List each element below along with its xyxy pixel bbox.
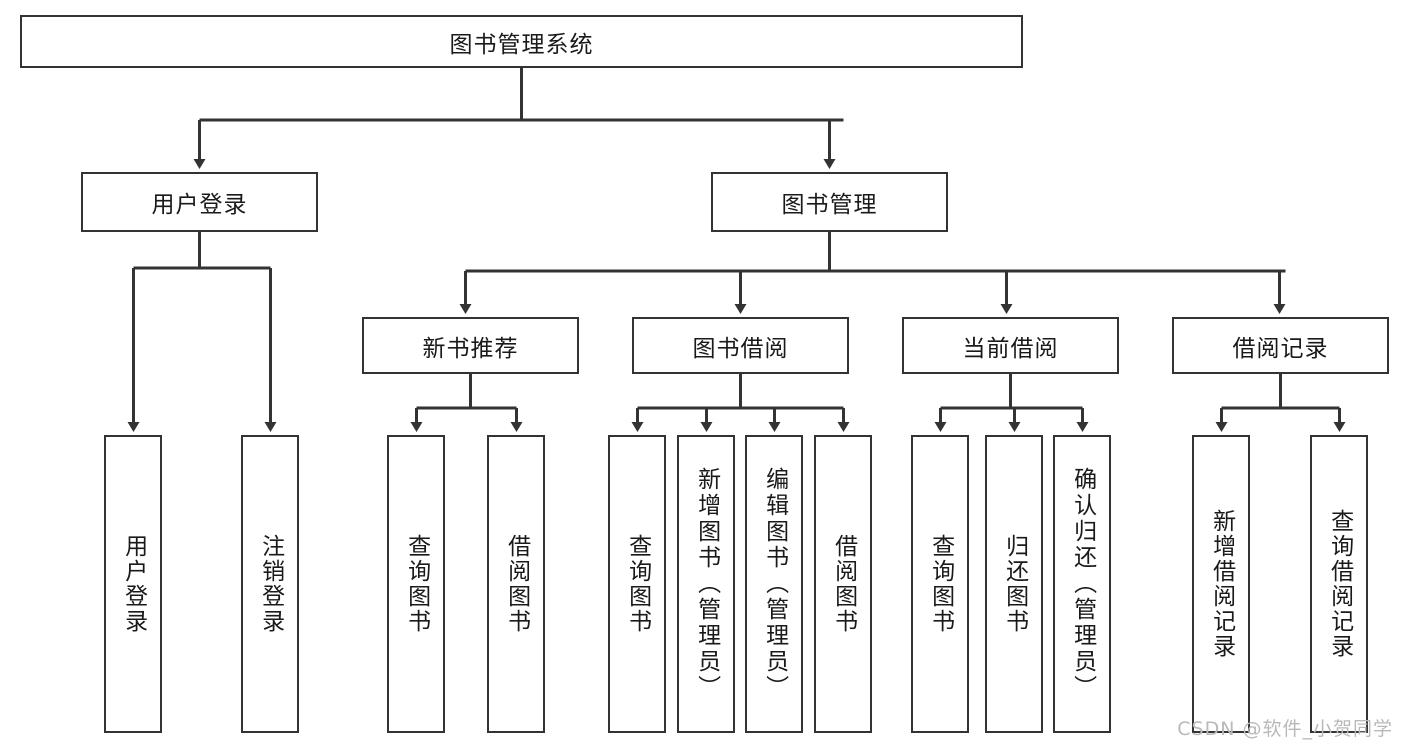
node-new-book-recommend-label: 新书推荐 [422,335,519,362]
node-root[interactable]: 图书管理系统 [20,15,1023,68]
node-root-label: 图书管理系统 [449,31,594,58]
node-book-management-label: 图书管理 [781,192,878,218]
node-leaf-confirm-return[interactable]: 确认归还（管理员） [1053,435,1111,733]
node-leaf-return-book-label: 归还图书 [1001,534,1028,634]
node-leaf-add-book-label: 新增图书（管理员） [693,467,720,701]
node-leaf-add-borrow-record[interactable]: 新增借阅记录 [1192,435,1250,733]
node-leaf-query-book-recommend-label: 查询图书 [403,534,430,634]
node-leaf-logout-label: 注销登录 [257,534,284,634]
node-leaf-logout[interactable]: 注销登录 [241,435,299,733]
node-leaf-query-book-current[interactable]: 查询图书 [911,435,969,733]
node-leaf-borrow-book[interactable]: 借阅图书 [814,435,872,733]
node-leaf-query-book-recommend[interactable]: 查询图书 [387,435,445,733]
node-leaf-borrow-book-label: 借阅图书 [830,534,857,634]
node-borrow-record-label: 借阅记录 [1232,335,1329,362]
node-book-management[interactable]: 图书管理 [711,172,948,232]
node-leaf-confirm-return-label: 确认归还（管理员） [1069,467,1096,701]
node-current-borrow-label: 当前借阅 [962,335,1059,362]
node-leaf-edit-book[interactable]: 编辑图书（管理员） [745,435,803,733]
node-leaf-query-book-borrow-label: 查询图书 [624,534,651,634]
node-current-borrow[interactable]: 当前借阅 [902,317,1119,374]
node-new-book-recommend[interactable]: 新书推荐 [362,317,579,374]
node-user-login[interactable]: 用户登录 [81,172,318,232]
node-book-borrow[interactable]: 图书借阅 [632,317,849,374]
node-leaf-query-book-current-label: 查询图书 [927,534,954,634]
node-leaf-user-login[interactable]: 用户登录 [104,435,162,733]
node-leaf-borrow-book-recommend-label: 借阅图书 [503,534,530,634]
node-leaf-add-book[interactable]: 新增图书（管理员） [677,435,735,733]
node-leaf-query-book-borrow[interactable]: 查询图书 [608,435,666,733]
node-leaf-user-login-label: 用户登录 [120,534,147,634]
node-borrow-record[interactable]: 借阅记录 [1172,317,1389,374]
node-book-borrow-label: 图书借阅 [692,335,789,362]
node-leaf-edit-book-label: 编辑图书（管理员） [761,467,788,701]
node-leaf-borrow-book-recommend[interactable]: 借阅图书 [487,435,545,733]
node-leaf-return-book[interactable]: 归还图书 [985,435,1043,733]
node-leaf-add-borrow-record-label: 新增借阅记录 [1208,509,1235,659]
node-leaf-query-borrow-record-label: 查询借阅记录 [1326,509,1353,659]
node-leaf-query-borrow-record[interactable]: 查询借阅记录 [1310,435,1368,733]
node-user-login-label: 用户登录 [151,192,248,218]
